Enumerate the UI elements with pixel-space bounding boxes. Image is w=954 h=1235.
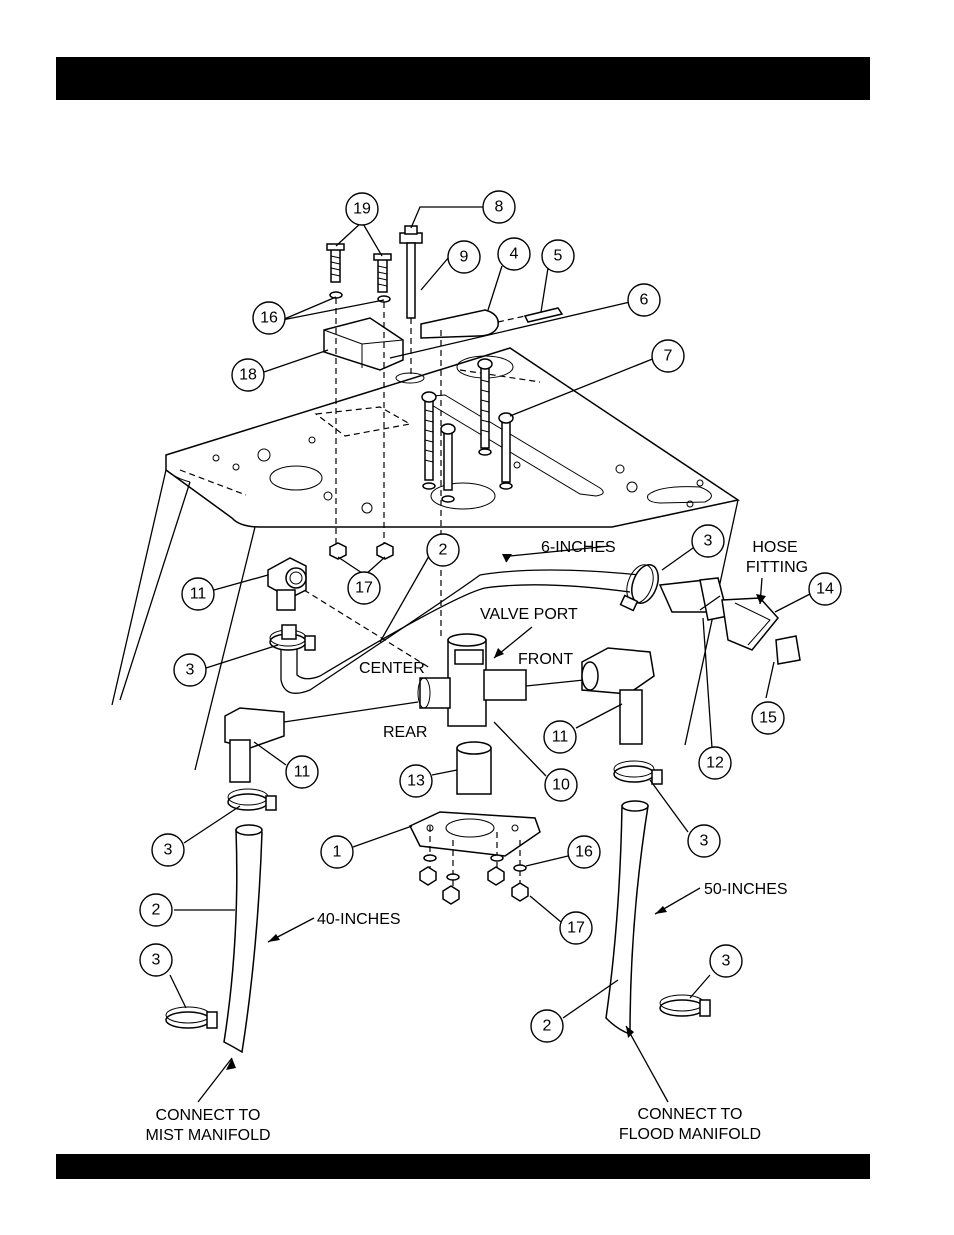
- svg-text:10: 10: [552, 777, 570, 794]
- callout-8: 8: [483, 191, 515, 223]
- svg-text:2: 2: [152, 902, 161, 919]
- callout-5: 5: [542, 240, 574, 272]
- label-hose-2: FITTING: [746, 559, 808, 576]
- callout-3-bottomright: 3: [710, 945, 742, 977]
- callout-16-bottom: 16: [568, 836, 600, 868]
- pin-8-9: [400, 226, 422, 318]
- svg-text:5: 5: [554, 248, 563, 265]
- svg-text:8: 8: [495, 199, 504, 216]
- svg-text:13: 13: [407, 773, 425, 790]
- callout-15: 15: [752, 702, 784, 734]
- clamp-3-a: [270, 625, 315, 650]
- callout-11-front: 11: [544, 721, 576, 753]
- hose-fitting: [660, 578, 800, 664]
- callout-3-midright: 3: [688, 825, 720, 857]
- svg-text:3: 3: [700, 833, 709, 850]
- callout-9: 9: [448, 241, 480, 273]
- callout-3-bottomleft: 3: [140, 944, 172, 976]
- label-hose-1: HOSE: [752, 539, 797, 556]
- pin-5: [525, 308, 562, 322]
- svg-text:17: 17: [355, 580, 373, 597]
- svg-text:11: 11: [552, 729, 569, 746]
- valve-10: [418, 634, 584, 726]
- label-rear: REAR: [383, 724, 427, 741]
- svg-text:15: 15: [759, 710, 777, 727]
- callout-3-left: 3: [174, 654, 206, 686]
- callout-4: 4: [498, 238, 530, 270]
- callout-12: 12: [699, 747, 731, 779]
- svg-text:9: 9: [460, 249, 469, 266]
- svg-text:12: 12: [706, 755, 724, 772]
- elbow-11-rear: [225, 702, 418, 782]
- callout-7: 7: [652, 340, 684, 372]
- callout-11-top: 11: [182, 578, 214, 610]
- callout-13: 13: [400, 765, 432, 797]
- svg-text:3: 3: [186, 662, 195, 679]
- label-center: CENTER: [359, 660, 425, 677]
- callout-17-bottom: 17: [560, 912, 592, 944]
- callout-2-right: 2: [531, 1010, 563, 1042]
- label-mist-1: CONNECT TO: [156, 1107, 261, 1124]
- label-50-inches: 50-INCHES: [704, 881, 788, 898]
- screws-19: [327, 244, 391, 302]
- label-flood-2: FLOOD MANIFOLD: [619, 1126, 761, 1143]
- label-front: FRONT: [518, 651, 573, 668]
- label-mist-2: MIST MANIFOLD: [145, 1127, 270, 1144]
- callout-3-midleft: 3: [152, 834, 184, 866]
- label-6-inches: 6-INCHES: [541, 539, 616, 556]
- svg-text:19: 19: [353, 201, 371, 218]
- label-valve-port: VALVE PORT: [480, 606, 578, 623]
- callout-18: 18: [232, 359, 264, 391]
- callout-16-top: 16: [253, 302, 285, 334]
- callout-2-left: 2: [140, 894, 172, 926]
- svg-text:3: 3: [704, 533, 713, 550]
- elbow-11-front: [582, 648, 654, 744]
- label-flood-1: CONNECT TO: [638, 1106, 743, 1123]
- callout-10: 10: [545, 769, 577, 801]
- callout-14: 14: [809, 573, 841, 605]
- svg-text:2: 2: [543, 1018, 552, 1035]
- callout-1: 1: [321, 836, 353, 868]
- svg-text:3: 3: [152, 952, 161, 969]
- svg-text:3: 3: [722, 953, 731, 970]
- arrowheads: [226, 554, 766, 1070]
- callout-11-rear: 11: [286, 756, 318, 788]
- svg-text:16: 16: [575, 844, 593, 861]
- elbow-11-top: [268, 558, 306, 610]
- svg-text:6: 6: [640, 292, 649, 309]
- coupling-13: [457, 742, 491, 794]
- svg-text:7: 7: [664, 348, 673, 365]
- svg-text:18: 18: [239, 367, 257, 384]
- label-40-inches: 40-INCHES: [317, 911, 401, 928]
- svg-text:16: 16: [260, 310, 278, 327]
- svg-text:1: 1: [333, 844, 342, 861]
- callout-3-topright: 3: [692, 525, 724, 557]
- callout-2-top: 2: [427, 534, 459, 566]
- svg-text:2: 2: [439, 542, 448, 559]
- callout-19: 19: [346, 193, 378, 225]
- clamp-3-b: [621, 561, 664, 610]
- lever-4: [421, 310, 498, 338]
- nuts-17-top: [330, 543, 393, 559]
- svg-text:11: 11: [190, 586, 207, 603]
- svg-text:17: 17: [567, 920, 585, 937]
- svg-text:3: 3: [164, 842, 173, 859]
- svg-text:14: 14: [816, 581, 834, 598]
- callout-6: 6: [628, 284, 660, 316]
- callout-17-top: 17: [348, 572, 380, 604]
- svg-text:11: 11: [294, 764, 311, 781]
- svg-text:4: 4: [510, 246, 519, 263]
